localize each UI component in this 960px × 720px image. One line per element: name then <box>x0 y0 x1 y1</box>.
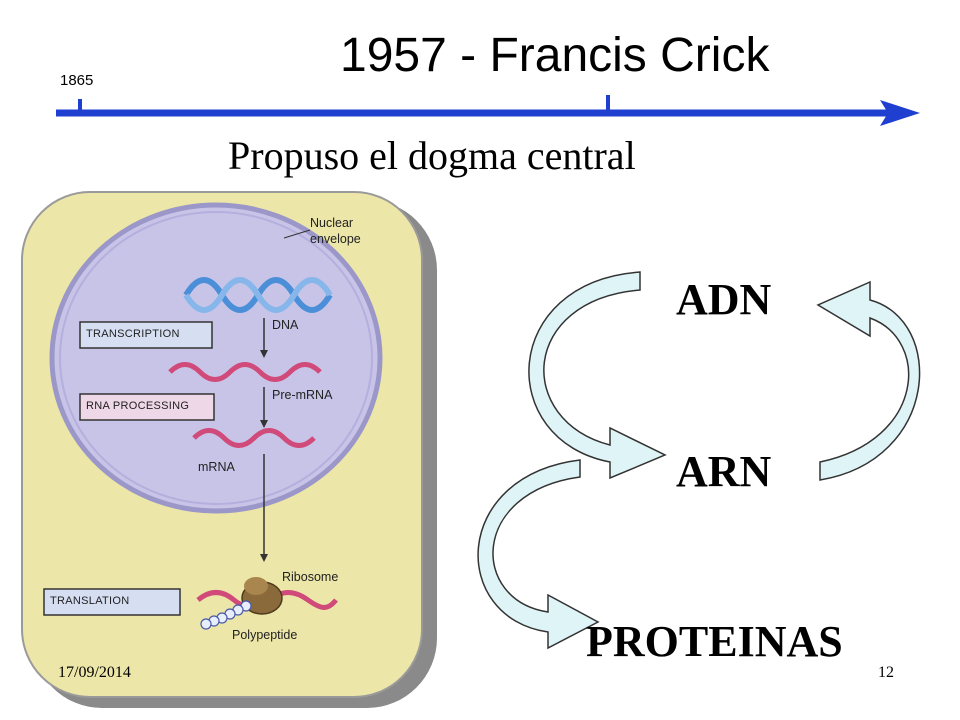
nucleus <box>49 202 383 514</box>
transcription-box <box>79 321 213 349</box>
mrna-label: mRNA <box>198 460 235 474</box>
timeline <box>56 95 920 126</box>
cell-figure <box>21 191 437 708</box>
pre-mrna-label: Pre-mRNA <box>272 388 333 402</box>
footer-date: 17/09/2014 <box>58 664 131 681</box>
arrow-adn-to-arn <box>528 271 667 480</box>
timeline-start-year: 1865 <box>60 72 94 89</box>
slide-subtitle: Propuso el dogma central <box>228 133 636 178</box>
mrna-strand <box>192 428 316 448</box>
dogma-proteinas: PROTEINAS <box>586 617 843 666</box>
dna-strand-2 <box>183 277 333 313</box>
timeline-arrowhead <box>880 100 920 126</box>
translation-label: TRANSLATION <box>50 595 130 607</box>
nuclear-envelope-label-line1: Nuclear <box>310 216 354 230</box>
polypeptide-chain <box>200 600 252 630</box>
translation-box <box>43 588 181 616</box>
ribosome-label: Ribosome <box>282 570 339 584</box>
slide-title: 1957 - Francis Crick <box>340 29 770 82</box>
pre-mrna-strand <box>168 362 322 382</box>
arrow-arn-to-proteinas <box>477 459 600 650</box>
rna-processing-box <box>79 393 215 421</box>
arrow-arn-to-adn <box>816 280 921 481</box>
page-number: 12 <box>878 664 894 681</box>
transcription-label: TRANSCRIPTION <box>86 328 180 340</box>
dna-label: DNA <box>272 318 299 332</box>
dogma-arrows <box>477 271 921 650</box>
polypeptide-label: Polypeptide <box>232 628 298 642</box>
nuclear-envelope-label-line2: envelope <box>310 232 361 246</box>
dogma-arn: ARN <box>676 447 772 496</box>
dogma-adn: ADN <box>676 275 772 324</box>
rna-processing-label: RNA PROCESSING <box>86 400 190 412</box>
